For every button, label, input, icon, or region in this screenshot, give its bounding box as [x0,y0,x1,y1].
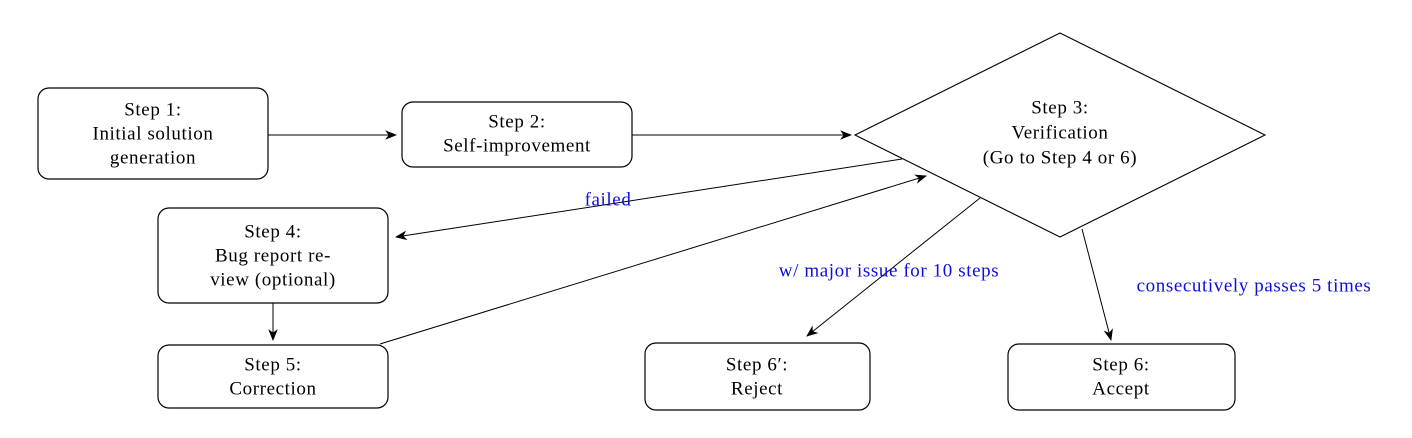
node-step2: Step 2: Self-improvement [401,101,633,168]
edge-label-failed: failed [585,190,632,211]
step5-box [157,344,389,409]
step3-diamond [853,32,1267,238]
node-step6prime: Step 6′: Reject [644,342,871,411]
step4-box [157,207,389,304]
step1-text-line2: Initial solution [93,124,214,145]
step6-text-line2: Accept [1092,379,1150,400]
edge-labels: failed w/ major issue for 10 steps conse… [585,190,1372,297]
step3-text-line3: (Go to Step 4 or 6) [983,148,1137,169]
node-step4: Step 4: Bug report re- view (optional) [157,207,389,304]
step1-text-line1: Step 1: [124,100,182,121]
step4-text-line1: Step 4: [244,222,302,243]
step6prime-box [644,342,871,411]
step2-box [401,101,633,168]
step4-text-line3: view (optional) [210,270,336,291]
node-step3: Step 3: Verification (Go to Step 4 or 6) [853,32,1267,238]
step4-text-line2: Bug report re- [215,246,331,267]
step6prime-text-line1: Step 6′: [726,355,788,376]
edge-step3-to-step4-failed [394,158,903,241]
step2-text-line1: Step 2: [488,112,546,133]
edge-step5-to-step3 [379,174,928,345]
step2-text-line2: Self-improvement [443,136,591,157]
edge-step3-to-step6prime [806,197,981,337]
step6-text-line1: Step 6: [1092,355,1150,376]
step6prime-text-line2: Reject [731,379,783,400]
edge-label-major-issue: w/ major issue for 10 steps [779,261,999,282]
step5-text-line1: Step 5: [244,355,302,376]
edges [268,130,1113,345]
node-step5: Step 5: Correction [157,344,389,409]
step6-box [1007,343,1236,411]
node-step1: Step 1: Initial solution generation [37,87,269,180]
edge-step3-to-step6 [1081,228,1113,342]
step3-text-line2: Verification [1012,123,1109,144]
step1-box [37,87,269,180]
node-step6: Step 6: Accept [1007,343,1236,411]
edge-label-consecutive-passes: consecutively passes 5 times [1137,276,1372,297]
step5-text-line2: Correction [229,379,316,400]
step1-text-line3: generation [110,148,196,169]
step3-text-line1: Step 3: [1031,98,1089,119]
